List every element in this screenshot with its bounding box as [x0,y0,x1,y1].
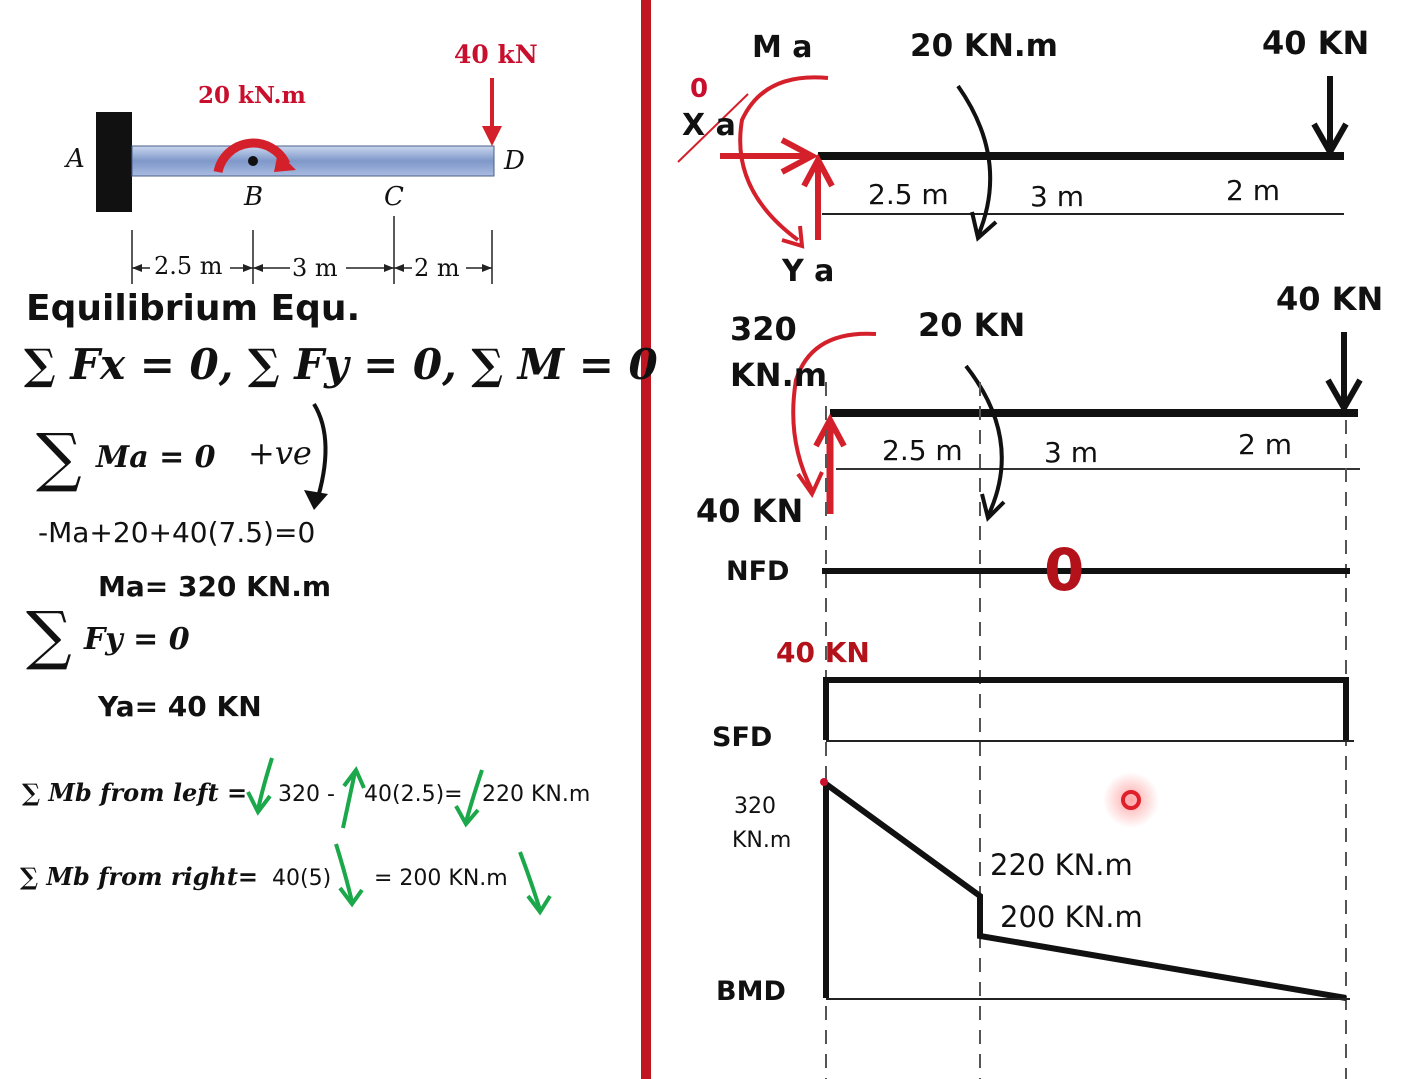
mb-left-term-2: 40(2.5)= [364,782,463,807]
sum-fy-equation: Fy = 0 [84,622,190,657]
mb-right-result: = 200 KN.m [374,866,508,891]
fbd2-span-3: 2 m [1238,428,1292,461]
fbd2-load-label: 40 KN [1276,280,1384,318]
nfd-value: 0 [1044,536,1085,604]
fbd2-moment-unit: KN.m [730,356,828,394]
beam-moment-label: 20 kN.m [198,82,306,109]
sfd-label: SFD [712,722,773,753]
ma-result: Ma= 320 KN.m [98,570,332,603]
point-d-label: D [504,146,525,176]
bmd-value-a-unit: KN.m [732,828,792,853]
fbd1-xa-zero: 0 [690,74,709,104]
cursor-indicator [1103,772,1159,828]
bmd-label: BMD [716,976,786,1007]
green-direction-arrows [246,757,552,916]
fbd1-ma-label: M a [752,30,813,65]
moment-equation: -Ma+20+40(7.5)=0 [38,516,316,549]
fbd2-applied-moment: 20 KN [918,306,1026,344]
sfd-diagram [823,677,1354,742]
point-c-label: C [384,182,404,212]
bmd-value-a-num: 320 [734,794,776,819]
positive-moment-arrow [304,402,328,510]
fbd-1 [677,75,1349,249]
bmd-value-b2: 200 KN.m [1000,900,1143,934]
fbd2-span-1: 2.5 m [882,434,963,467]
point-a-label: A [66,144,85,174]
equilibrium-conditions: ∑ Fx = 0, ∑ Fy = 0, ∑ M = 0 [24,340,658,389]
fbd1-moment-label: 20 KN.m [910,28,1058,64]
textbook-beam-figure [96,78,502,284]
guide-lines [825,382,1347,1079]
span-3-label: 2 m [414,254,460,282]
nfd-label: NFD [726,556,790,587]
panel-divider [641,0,651,1079]
fbd1-ya-label: Y a [782,254,835,289]
sum-ma-equation: Ma = 0 [96,440,216,475]
ya-result: Ya= 40 KN [98,690,262,723]
fbd1-span-1: 2.5 m [868,178,949,211]
point-b-label: B [244,182,264,212]
span-1-label: 2.5 m [154,252,223,280]
span-2-label: 3 m [292,254,338,282]
mb-left-result: 220 KN.m [482,782,591,807]
bmd-diagram [820,778,1350,1001]
fbd2-span-2: 3 m [1044,436,1098,469]
fbd2-reaction-label: 40 KN [696,492,804,530]
fbd1-span-3: 2 m [1226,174,1280,207]
mb-right-label: ∑ Mb from right= [20,862,259,891]
bmd-value-b1: 220 KN.m [990,848,1133,882]
sfd-value: 40 KN [776,636,870,669]
mb-right-term: 40(5) [272,866,332,891]
sigma-fy: ∑ [26,599,72,673]
positive-sign-label: +ve [248,434,312,472]
equilibrium-heading: Equilibrium Equ. [26,288,361,329]
beam-bar [131,145,495,177]
fbd2-moment-value: 320 [730,310,797,348]
fbd1-load-label: 40 KN [1262,24,1370,62]
mb-left-label: ∑ Mb from left = [22,778,248,807]
sigma-ma: ∑ [36,421,82,495]
fixed-support [96,112,132,212]
fbd1-xa-label: X a [682,108,736,143]
beam-load-label: 40 kN [454,40,538,69]
fbd-2 [791,331,1363,522]
fbd1-span-2: 3 m [1030,180,1084,213]
mb-left-term-1: 320 - [278,782,335,807]
